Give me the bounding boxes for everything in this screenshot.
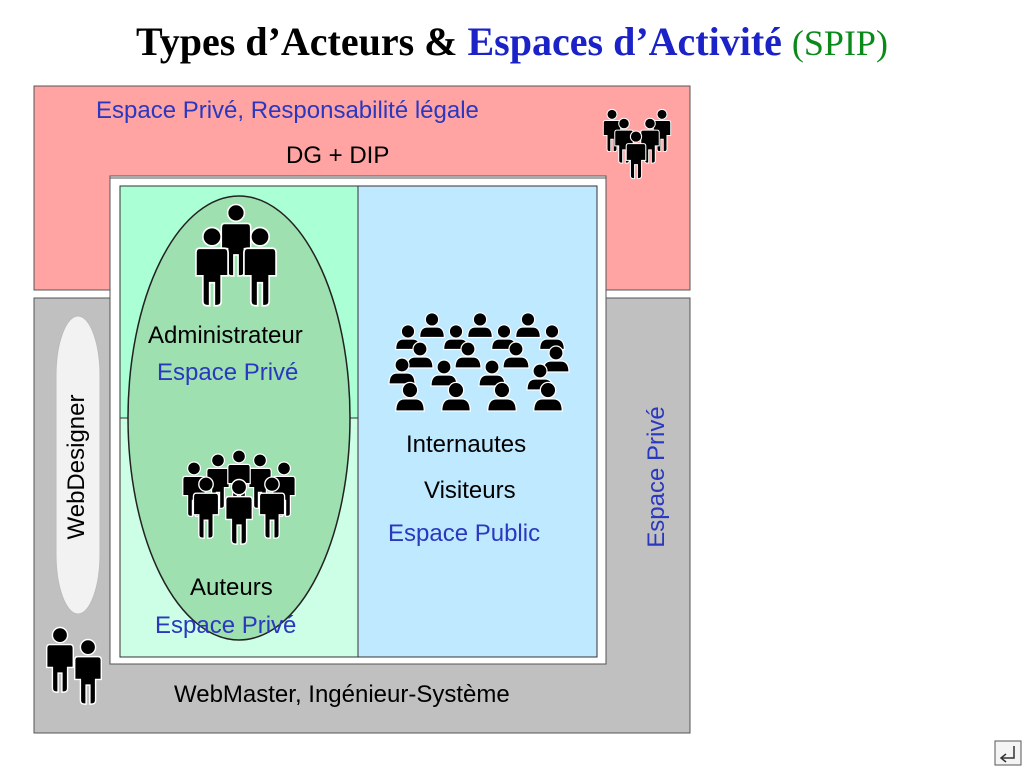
return-arrow-icon[interactable] xyxy=(994,740,1022,766)
admin-actor-label: Administrateur xyxy=(148,322,303,349)
title-part-spip: (SPIP) xyxy=(791,23,888,63)
legal-zone xyxy=(33,85,691,291)
legal-zone-actor: DG + DIP xyxy=(286,142,390,169)
public-actor-visiteurs: Visiteurs xyxy=(424,477,516,504)
public-actor-internautes: Internautes xyxy=(406,431,527,458)
public-zone xyxy=(357,185,598,658)
authors-actor-label: Auteurs xyxy=(190,574,273,601)
technical-side-space-label: Espace Privé xyxy=(643,406,670,548)
private-actors-ellipse xyxy=(127,195,351,641)
admin-space-label: Espace Privé xyxy=(157,359,299,386)
legal-zone-title: Espace Privé, Responsabilité légale xyxy=(96,97,479,124)
webdesigner-label: WebDesigner xyxy=(63,394,90,540)
webdesigner-pill xyxy=(55,315,101,615)
technical-actor-label: WebMaster, Ingénieur-Système xyxy=(174,681,510,708)
title-part-actors: Types d’Acteurs & xyxy=(136,19,458,64)
authors-space-label: Espace Privé xyxy=(155,612,297,639)
title-part-spaces: Espaces d’Activité xyxy=(467,19,782,64)
public-space-label: Espace Public xyxy=(388,520,541,547)
slide-title: Types d’Acteurs & Espaces d’Activité (SP… xyxy=(0,18,1024,65)
